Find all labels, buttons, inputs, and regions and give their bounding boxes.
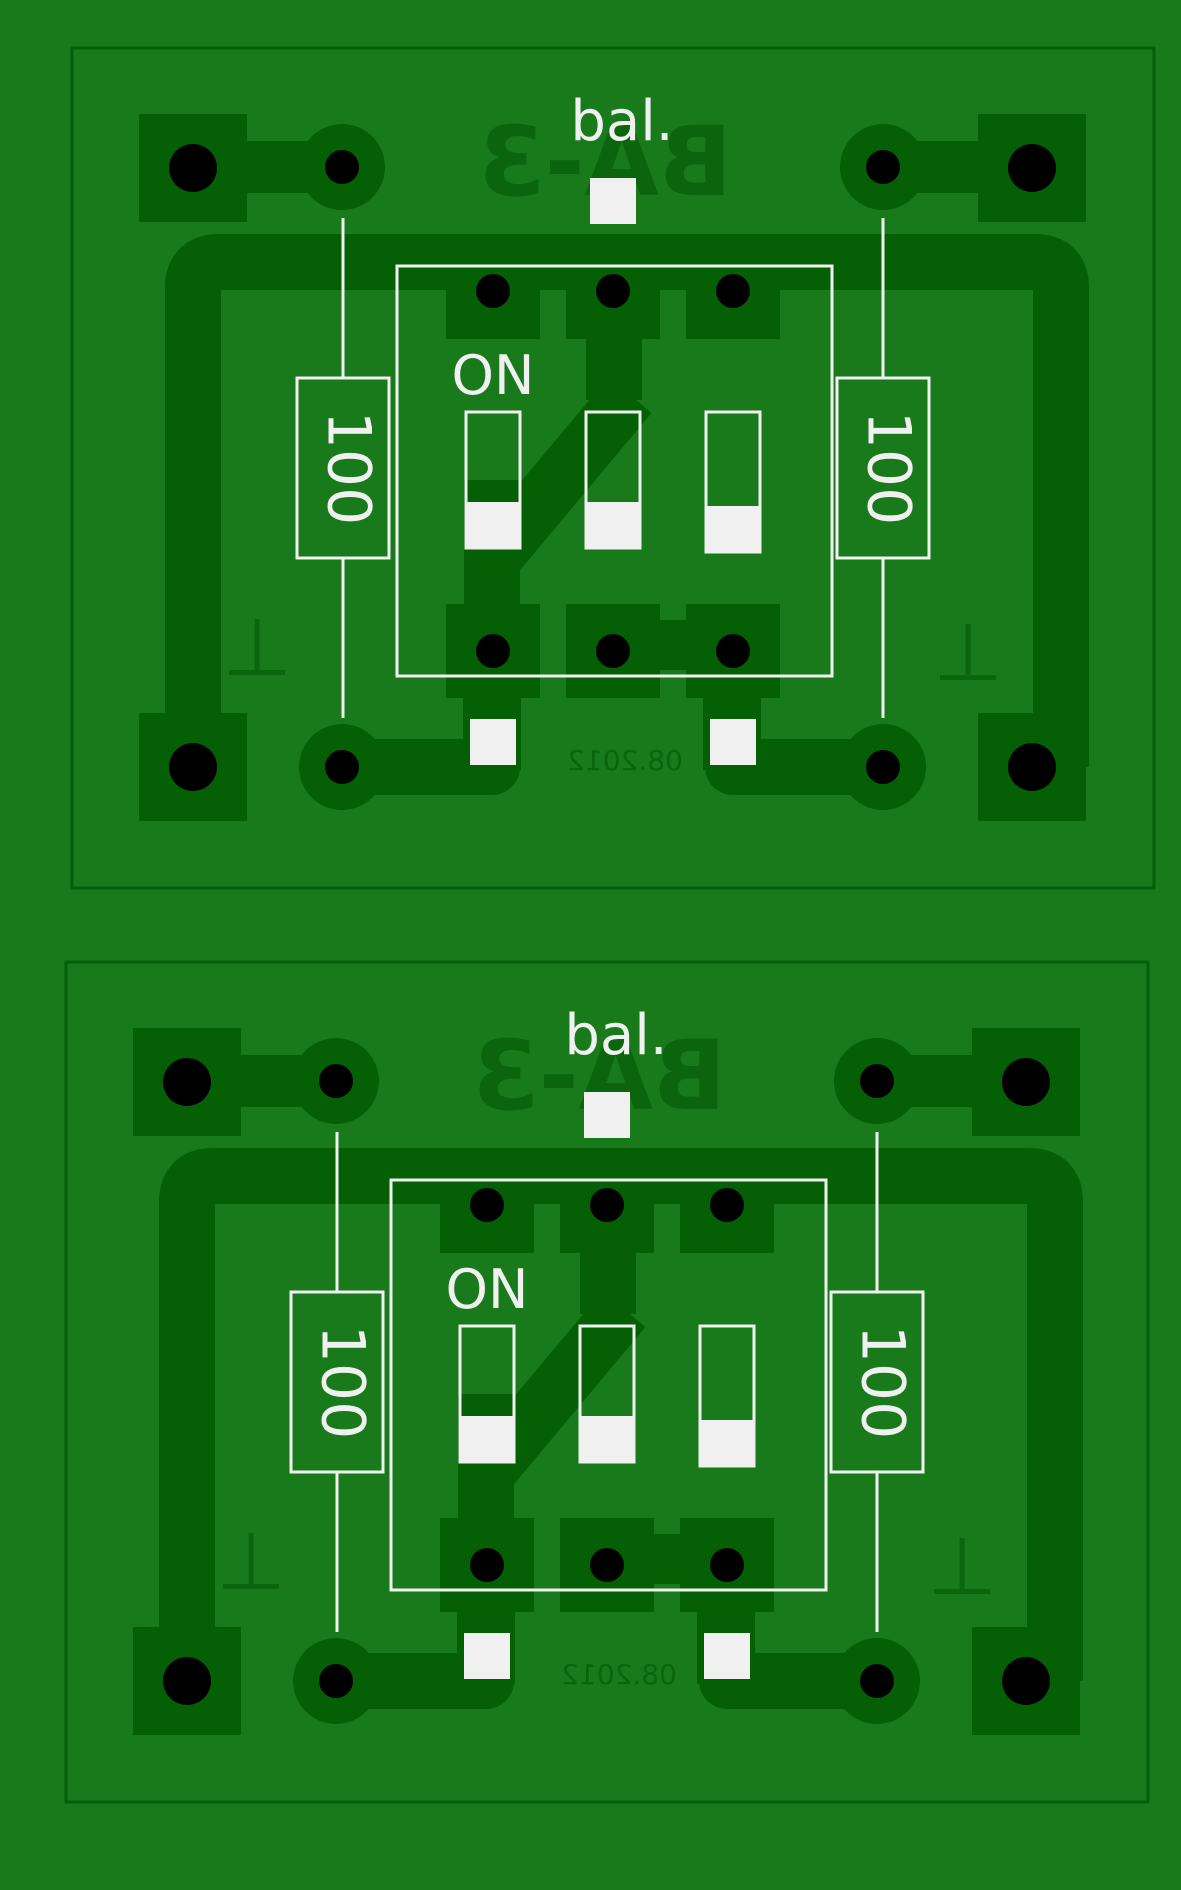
drill-hole bbox=[1008, 144, 1056, 192]
dip-switch-1[interactable] bbox=[458, 1324, 516, 1464]
drill-hole bbox=[716, 634, 750, 668]
drill-hole bbox=[1002, 1657, 1050, 1705]
drill-hole bbox=[596, 274, 630, 308]
drill-hole bbox=[866, 750, 900, 784]
switch-knob bbox=[580, 1416, 634, 1462]
silkscreen: bal. ON 100 bbox=[222, 89, 1003, 765]
drill-hole bbox=[1008, 743, 1056, 791]
balance-label: bal. bbox=[564, 1003, 667, 1068]
ground-symbol-icon: ⊥ bbox=[933, 606, 1003, 699]
pcb-board-2: BA-3 08.2012 bbox=[64, 960, 1150, 1804]
board-outline bbox=[64, 960, 1150, 1804]
drill-hole bbox=[590, 1548, 624, 1582]
drill-hole bbox=[710, 1548, 744, 1582]
test-pad bbox=[590, 178, 636, 224]
drill-hole bbox=[325, 150, 359, 184]
ground-symbol-icon: ⊥ bbox=[927, 1520, 997, 1613]
resistor-left: 100 bbox=[289, 1132, 385, 1632]
test-pad bbox=[710, 719, 756, 765]
drill-hole bbox=[866, 150, 900, 184]
test-pad bbox=[464, 1633, 510, 1679]
drill-hole bbox=[163, 1058, 211, 1106]
switch-knob bbox=[700, 1420, 754, 1466]
drill-hole bbox=[319, 1664, 353, 1698]
drill-hole bbox=[163, 1657, 211, 1705]
test-pad bbox=[704, 1633, 750, 1679]
drill-hole bbox=[319, 1064, 353, 1098]
resistor-right: 100 bbox=[835, 218, 931, 718]
dip-switch-2[interactable] bbox=[584, 410, 642, 550]
board-outline bbox=[70, 46, 1156, 890]
drill-hole bbox=[1002, 1058, 1050, 1106]
resistor-left: 100 bbox=[295, 218, 391, 718]
dip-switch-outline bbox=[389, 1178, 828, 1592]
drill-holes bbox=[169, 144, 1056, 791]
switch-knob bbox=[460, 1416, 514, 1462]
switch-knob bbox=[586, 502, 640, 548]
drill-hole bbox=[596, 634, 630, 668]
balance-label: bal. bbox=[570, 89, 673, 154]
resistor-value: 100 bbox=[853, 411, 923, 526]
ground-symbol-icon: ⊥ bbox=[216, 1515, 286, 1608]
switch-knob bbox=[466, 502, 520, 548]
drill-hole bbox=[590, 1188, 624, 1222]
dip-switch-3[interactable] bbox=[704, 410, 762, 554]
drill-hole bbox=[476, 634, 510, 668]
dip-switch-1[interactable] bbox=[464, 410, 522, 550]
dip-switch-outline bbox=[395, 264, 834, 678]
resistor-value: 100 bbox=[307, 1325, 377, 1440]
switch-on-label: ON bbox=[452, 344, 535, 407]
date-code-mirrored: 08.2012 bbox=[567, 744, 683, 777]
copper-pads bbox=[139, 114, 1086, 821]
switch-knob bbox=[706, 506, 760, 552]
drill-hole bbox=[710, 1188, 744, 1222]
drill-hole bbox=[169, 144, 217, 192]
ground-symbol-icon: ⊥ bbox=[222, 601, 292, 694]
drill-hole bbox=[476, 274, 510, 308]
drill-hole bbox=[716, 274, 750, 308]
drill-hole bbox=[169, 743, 217, 791]
dip-switch-2[interactable] bbox=[578, 1324, 636, 1464]
resistor-right: 100 bbox=[829, 1132, 925, 1632]
silkscreen: bal. ON 100 bbox=[216, 1003, 997, 1679]
drill-hole bbox=[470, 1188, 504, 1222]
test-pad bbox=[584, 1092, 630, 1138]
drill-hole bbox=[470, 1548, 504, 1582]
dip-switch-3[interactable] bbox=[698, 1324, 756, 1468]
resistor-value: 100 bbox=[847, 1325, 917, 1440]
switch-on-label: ON bbox=[446, 1258, 529, 1321]
date-code-mirrored: 08.2012 bbox=[561, 1658, 677, 1691]
pcb-board-1: BA-3 08.2012 bbox=[70, 46, 1156, 890]
drill-hole bbox=[860, 1064, 894, 1098]
resistor-value: 100 bbox=[313, 411, 383, 526]
drill-hole bbox=[325, 750, 359, 784]
drill-holes bbox=[163, 1058, 1050, 1705]
test-pad bbox=[470, 719, 516, 765]
drill-hole bbox=[860, 1664, 894, 1698]
